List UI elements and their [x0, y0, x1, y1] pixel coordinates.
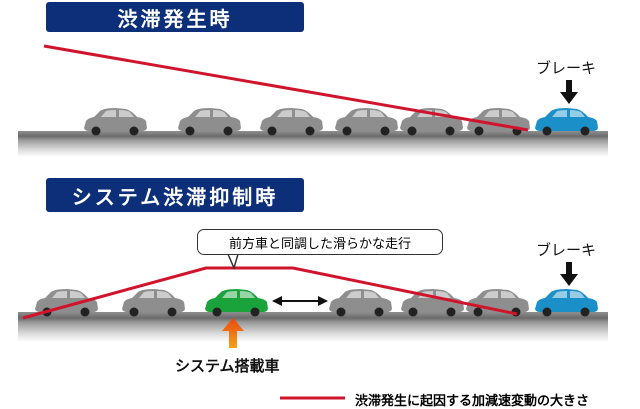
bubble-tail — [226, 253, 239, 271]
car-icon — [260, 108, 323, 136]
car-icon — [178, 108, 241, 136]
orange-up-arrow-icon — [222, 318, 244, 348]
smooth-driving-bubble: 前方車と同調した滑らかな走行 — [197, 229, 443, 255]
car-icon — [122, 289, 185, 317]
diagram-canvas — [22, 44, 598, 400]
brake-label-bottom: ブレーキ — [536, 241, 597, 259]
title-congestion: 渋滞発生時 — [46, 2, 304, 32]
brake-label-top: ブレーキ — [536, 59, 597, 77]
bubble-text: 前方車と同調した滑らかな走行 — [228, 236, 411, 252]
speed-variation-line-bottom — [22, 266, 518, 320]
double-headed-arrow-icon — [272, 296, 328, 306]
title-suppression: システム渋滞抑制時 — [46, 178, 304, 212]
car-icon — [329, 289, 392, 317]
black-down-arrow-icon — [560, 80, 578, 104]
system-car-label: システム搭載車 — [175, 357, 280, 375]
speed-variation-line-top — [43, 44, 529, 132]
road-top — [18, 131, 608, 157]
black-down-arrow-icon — [560, 262, 578, 286]
car-icon-leading-blue — [535, 108, 598, 136]
car-icon — [466, 289, 529, 317]
road-bottom — [18, 312, 608, 342]
car-icon-leading-blue — [535, 289, 598, 317]
car-icon-system-green — [205, 289, 268, 317]
car-icon — [84, 108, 147, 136]
car-icon — [335, 108, 398, 136]
